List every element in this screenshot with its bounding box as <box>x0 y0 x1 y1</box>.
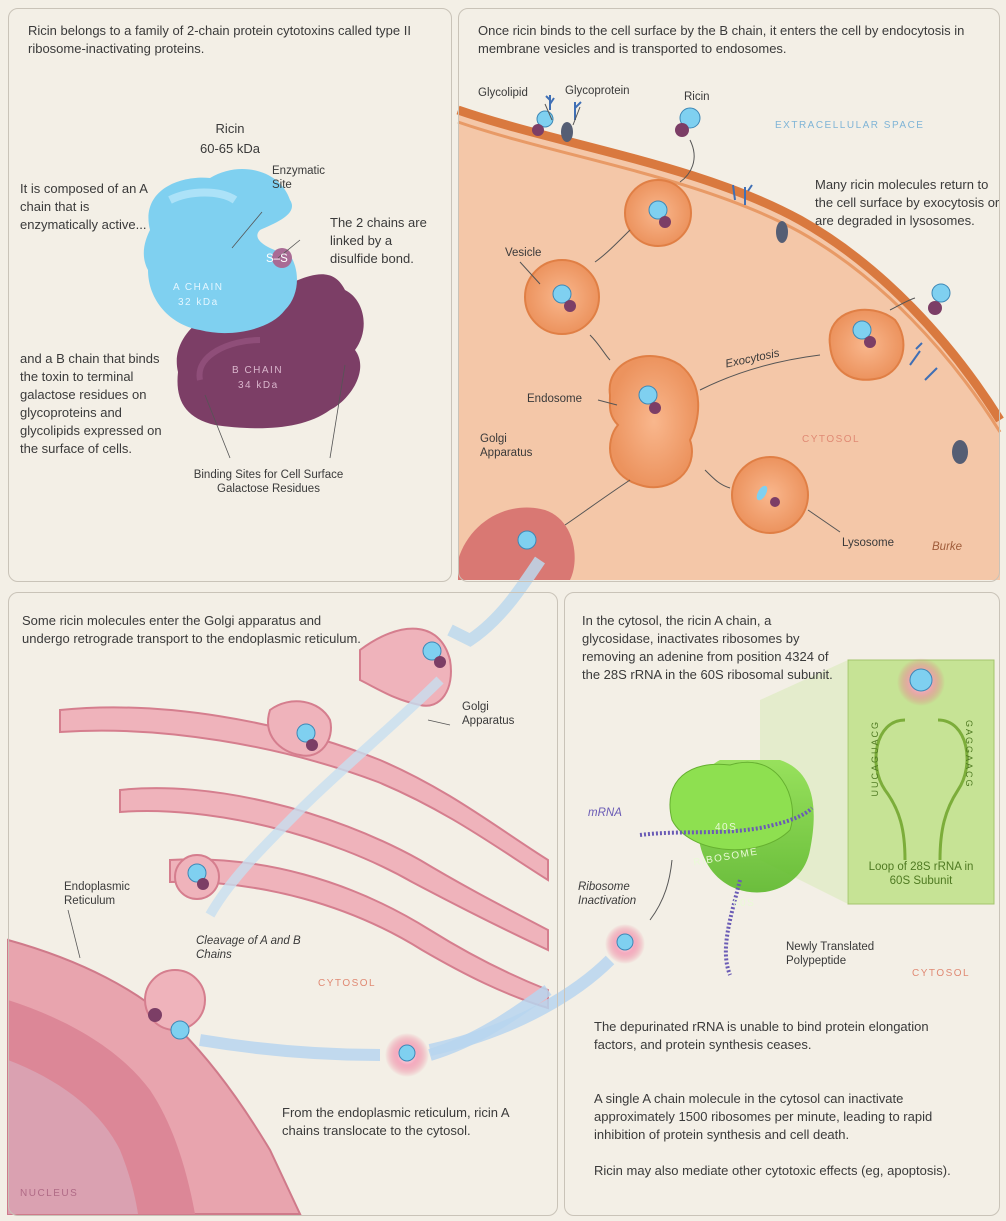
lysosome-label: Lysosome <box>842 536 894 550</box>
rrna-loop-sequence-right: GAGGAACG <box>962 720 976 789</box>
binding-sites-label: Binding Sites for Cell Surface Galactose… <box>186 468 351 496</box>
panel-endocytosis <box>458 8 1000 582</box>
rrna-loop-label: Loop of 28S rRNA in 60S Subunit <box>858 860 984 888</box>
panel3-golgi-label: Golgi Apparatus <box>462 700 532 728</box>
cleavage-label: Cleavage of A and B Chains <box>196 934 306 962</box>
polypeptide-label: Newly Translated Polypeptide <box>786 940 906 968</box>
panel2-intro: Once ricin binds to the cell surface by … <box>478 22 993 58</box>
panel4-intro: In the cytosol, the ricin A chain, a gly… <box>582 612 844 684</box>
disulfide-description: The 2 chains are linked by a disulfide b… <box>330 214 440 268</box>
nucleus-label: NUCLEUS <box>20 1188 78 1199</box>
rrna-loop-sequence-left: UUCAGUACG <box>868 720 882 797</box>
mrna-label: mRNA <box>588 806 622 820</box>
panel3-cytosol-label: CYTOSOL <box>318 978 376 989</box>
extracellular-space-label: EXTRACELLULAR SPACE <box>775 120 924 131</box>
ricin-name: Ricin <box>200 120 260 138</box>
er-label: Endoplasmic Reticulum <box>64 880 164 908</box>
panel2-cytosol-label: CYTOSOL <box>802 434 860 445</box>
ribosome-60s-label: 60S <box>733 898 755 909</box>
ss-bond-label: S–S <box>266 252 288 266</box>
glycolipid-label: Glycolipid <box>478 86 528 100</box>
ricin-label: Ricin <box>684 90 710 104</box>
endosome-label: Endosome <box>527 392 582 406</box>
a-chain-description: It is composed of an A chain that is enz… <box>20 180 160 234</box>
panel1-intro: Ricin belongs to a family of 2-chain pro… <box>28 22 418 58</box>
glycoprotein-label: Glycoprotein <box>565 84 630 98</box>
enzymatic-site-label: Enzymatic Site <box>272 164 342 192</box>
apoptosis-description: Ricin may also mediate other cytotoxic e… <box>594 1162 954 1180</box>
b-chain-description: and a B chain that binds the toxin to te… <box>20 350 170 458</box>
ribosome-inactivation-label: Ribosome Inactivation <box>578 880 658 908</box>
artist-signature: Burke <box>932 540 962 554</box>
a-chain-label: A CHAIN <box>173 282 224 293</box>
single-chain-description: A single A chain molecule in the cytosol… <box>594 1090 984 1144</box>
vesicle-label: Vesicle <box>505 246 541 260</box>
b-chain-mass: 34 kDa <box>238 380 279 391</box>
depurinated-description: The depurinated rRNA is unable to bind p… <box>594 1018 974 1054</box>
b-chain-label: B CHAIN <box>232 365 283 376</box>
ribosome-40s-label: 40S <box>715 822 737 833</box>
translocate-description: From the endoplasmic reticulum, ricin A … <box>282 1104 542 1140</box>
a-chain-mass: 32 kDa <box>178 297 219 308</box>
panel2-golgi-label: Golgi Apparatus <box>480 432 550 460</box>
panel4-cytosol-label: CYTOSOL <box>912 968 970 979</box>
ricin-mass: 60-65 kDa <box>180 140 280 158</box>
return-description: Many ricin molecules return to the cell … <box>815 176 1000 230</box>
panel3-intro: Some ricin molecules enter the Golgi app… <box>22 612 362 648</box>
